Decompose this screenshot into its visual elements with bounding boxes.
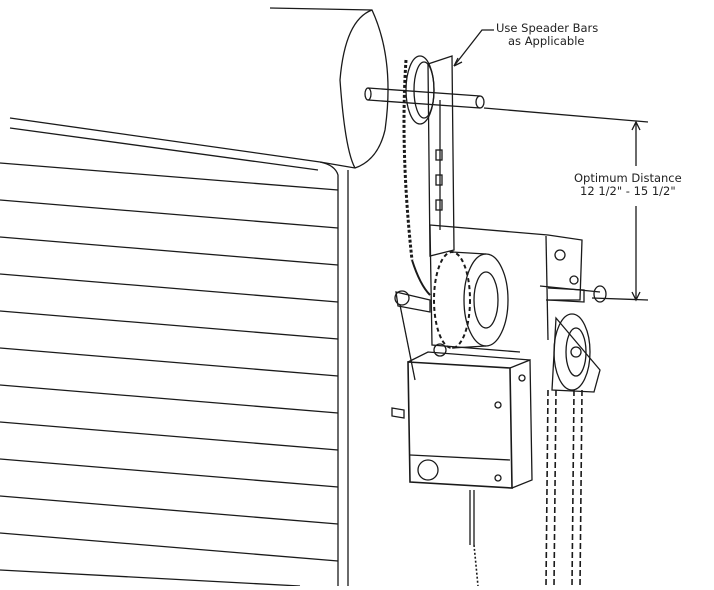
control-box bbox=[407, 343, 533, 545]
chain-wheel bbox=[551, 313, 601, 393]
drive-shaft bbox=[364, 87, 485, 109]
hand-chain bbox=[473, 389, 583, 587]
dimension-range: 12 1/2" - 15 1/2" bbox=[580, 184, 676, 198]
roll-drum bbox=[269, 7, 389, 169]
dimension-title: Optimum Distance bbox=[574, 171, 682, 185]
dimension-lines bbox=[483, 107, 649, 302]
speader-bar bbox=[427, 55, 455, 257]
callout-line-2: as Applicable bbox=[508, 34, 585, 48]
side-arm bbox=[391, 290, 431, 419]
callout-line-1: Use Speader Bars bbox=[496, 21, 599, 35]
upper-sprocket bbox=[402, 55, 435, 296]
dimension-label: Optimum Distance 12 1/2" - 15 1/2" bbox=[574, 172, 682, 198]
callout-leader bbox=[453, 29, 494, 67]
callout-label: Use Speader Bars as Applicable bbox=[496, 22, 598, 48]
door-curtain bbox=[0, 117, 349, 587]
operator-frame bbox=[429, 224, 607, 353]
output-shaft bbox=[547, 287, 585, 303]
motor-drum bbox=[433, 251, 509, 349]
